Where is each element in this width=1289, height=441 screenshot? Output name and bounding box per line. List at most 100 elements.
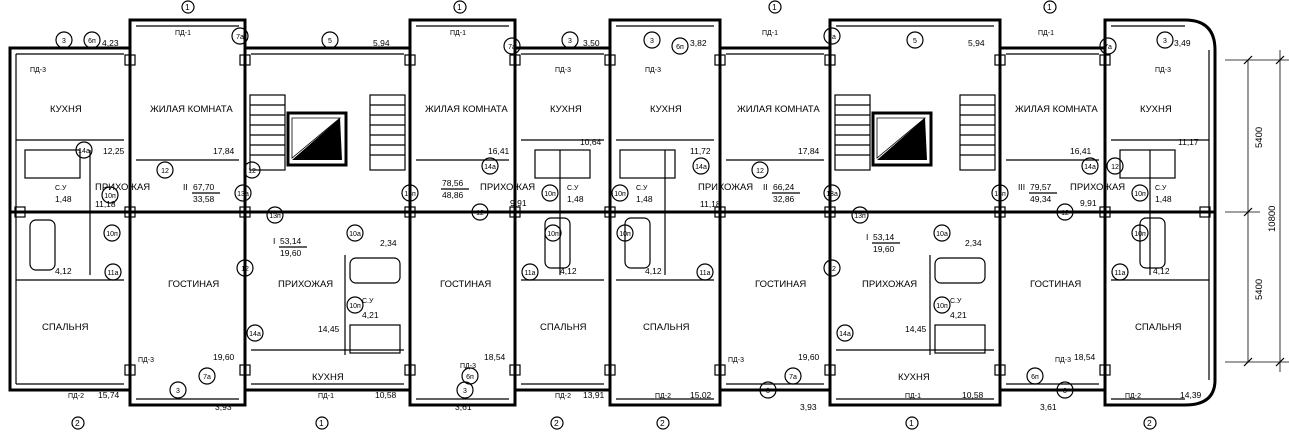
apartment-living: 49,34 (1030, 194, 1052, 204)
window-pd3-f: ПД-3 (460, 363, 476, 370)
wall-tag-label: 5 (328, 38, 332, 45)
wall-tag-label: 7а (508, 44, 516, 51)
window-pd3-d: ПД-3 (1155, 67, 1171, 74)
axis-bottom-6: 2 (1147, 418, 1152, 428)
wall-tag-label: 10п (106, 231, 118, 238)
wall-tag-label: 12 (1111, 164, 1119, 171)
window-pd2-c: ПД-2 (655, 393, 671, 400)
wall-tag-circle (503, 37, 521, 55)
wall-tag-label: 6п (88, 38, 96, 45)
apartment-label-1: II 67,70 33,58 (183, 182, 220, 204)
wall-tag-label: 13п (854, 213, 866, 220)
wall-tag-label: 12 (828, 266, 836, 273)
room-bedroom-3: СПАЛЬНЯ (643, 322, 690, 333)
apartment-num: II (763, 182, 768, 192)
wall-tag-label: 10п (544, 191, 556, 198)
area-r3-5: 1,48 (636, 194, 653, 204)
window-pd1-e: ПД-1 (318, 393, 334, 400)
wall-tag-circle (231, 27, 249, 45)
room-kitchen-2: КУХНЯ (550, 104, 582, 115)
room-kitchen-6: КУХНЯ (898, 372, 930, 383)
wall-tag-circle (933, 296, 951, 314)
wall-tag-label: 6п (676, 44, 684, 51)
wall-tag-circle (692, 157, 710, 175)
room-bedroom-2: СПАЛЬНЯ (540, 322, 587, 333)
area-r3-3: 9,91 (510, 198, 527, 208)
room-wc-1: С.У (55, 185, 67, 192)
window-pd3-g: ПД-3 (728, 357, 744, 364)
wall-tag-label: 10п (1134, 191, 1146, 198)
room-lounge-1: ГОСТИНАЯ (168, 279, 219, 290)
window-pd3-c: ПД-3 (645, 67, 661, 74)
wall-tag-circle (1111, 263, 1129, 281)
wall-tag-label: 14а (695, 164, 707, 171)
wall-tag-circle (1106, 157, 1124, 175)
wall-tag-circle (1056, 203, 1074, 221)
apartment-label-3: II 66,24 32,86 (763, 182, 800, 204)
axis-circles (71, 0, 1157, 430)
area-r5-2: 4,12 (560, 266, 577, 276)
wall-tag-circle (234, 184, 252, 202)
apartment-living: 19,60 (873, 244, 895, 254)
wall-tag-circle (823, 27, 841, 45)
area-r6-2: 14,45 (318, 324, 340, 334)
wall-tag-circle (243, 161, 261, 179)
apartment-total: 79,57 (1030, 182, 1052, 192)
wall-tag-circle (471, 203, 489, 221)
window-pd3-a: ПД-3 (30, 67, 46, 74)
wall-tag-label: 13а (826, 191, 838, 198)
room-lounge-2: ГОСТИНАЯ (440, 279, 491, 290)
room-hall-6: ПРИХОЖАЯ (862, 279, 917, 290)
bathroom-fixtures (24, 149, 1176, 354)
area-r8-1: 15,74 (98, 390, 120, 400)
apartment-total: 53,14 (280, 236, 302, 246)
wall-tag-label: 7а (828, 34, 836, 41)
wall-tag-label: 3 (176, 388, 180, 395)
wall-tag-circle (611, 184, 629, 202)
area-r3-2: 11,18 (95, 199, 116, 209)
apartment-num: II (183, 182, 188, 192)
wall-tag-label: 3 (463, 388, 467, 395)
wall-tag-circle (823, 184, 841, 202)
room-bedroom-4: СПАЛЬНЯ (1135, 322, 1182, 333)
area-r8-3: 13,91 (583, 390, 605, 400)
area-r3-4: 1,48 (567, 194, 584, 204)
dim-right-bottom: 5400 (1254, 279, 1265, 300)
apartment-total: 67,70 (193, 182, 215, 192)
area-r7-1: 19,60 (213, 352, 235, 362)
wall-tag-circle (561, 31, 579, 49)
area-r9-3: 3,93 (800, 402, 817, 412)
room-kitchen-5: КУХНЯ (312, 372, 344, 383)
area-r8-2: 10,58 (375, 390, 397, 400)
wall-tag-label: 10а (349, 231, 361, 238)
wall-tag-label: 12 (476, 210, 484, 217)
wall-tag-label: 14а (1084, 164, 1096, 171)
apartment-living: 33,58 (193, 194, 215, 204)
apartment-living: 48,86 (442, 190, 464, 200)
wall-tag-circle (759, 381, 777, 399)
wall-tag-label: 10п (619, 231, 631, 238)
wall-tag-label: 14а (839, 331, 851, 338)
window-pd2-a: ПД-2 (68, 393, 84, 400)
apartment-total: 66,24 (773, 182, 795, 192)
room-living-2: ЖИЛАЯ КОМНАТА (425, 104, 508, 115)
room-wc-4: С.У (1155, 185, 1167, 192)
area-r7-2: 18,54 (484, 352, 506, 362)
wall-tag-label: 7а (203, 374, 211, 381)
axis-bottom-1: 2 (75, 418, 80, 428)
wall-tag-circle (401, 184, 419, 202)
area-r8-6: 14,39 (1180, 390, 1202, 400)
wall-tag-circle (836, 324, 854, 342)
area-r6-3: 4,21 (950, 310, 967, 320)
wall-tag-circle (696, 263, 714, 281)
window-pd1-d: ПД-1 (1038, 30, 1054, 37)
room-living-3: ЖИЛАЯ КОМНАТА (737, 104, 820, 115)
wall-tag-circle (75, 141, 93, 159)
wall-tag-circle (1026, 367, 1044, 385)
area-r7-4: 18,54 (1074, 352, 1096, 362)
window-pd2-b: ПД-2 (555, 393, 571, 400)
area-r6-4: 14,45 (905, 324, 927, 334)
area-t4: 3,82 (690, 38, 707, 48)
